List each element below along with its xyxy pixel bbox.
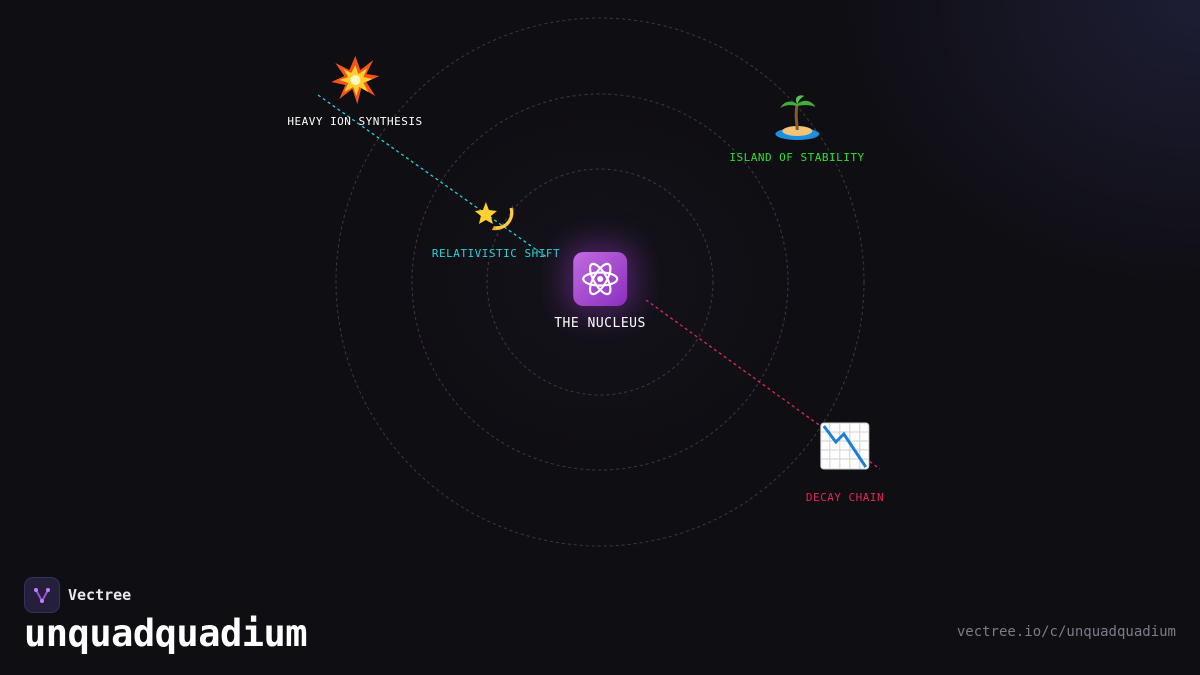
chart-decreasing-icon	[806, 422, 884, 473]
node-the-nucleus: THE NUCLEUS	[554, 252, 646, 331]
node-label: RELATIVISTIC SHIFT	[431, 247, 561, 260]
collision-icon	[287, 54, 422, 109]
footer-url: vectree.io/c/unquadquadium	[956, 624, 1176, 640]
dizzy-star-icon	[432, 190, 560, 241]
topic-title: unquadquadium	[24, 612, 308, 655]
orbit-outer	[335, 17, 865, 547]
orbit-inner	[486, 168, 714, 396]
island-icon	[729, 94, 864, 145]
node-decay-chain: DECAY CHAIN	[806, 422, 884, 504]
node-relativistic-shift: RELATIVISTIC SHIFT	[432, 190, 560, 260]
orbit-middle	[411, 93, 789, 471]
brand: Vectree	[24, 577, 131, 613]
connector-heavy-ion	[317, 94, 549, 259]
node-label: ISLAND OF STABILITY	[729, 151, 865, 164]
brand-name: Vectree	[68, 586, 132, 604]
node-heavy-ion-synthesis: HEAVY ION SYNTHESIS	[287, 54, 422, 128]
atom-icon	[573, 252, 627, 306]
node-island-of-stability: ISLAND OF STABILITY	[729, 94, 864, 164]
node-label: HEAVY ION SYNTHESIS	[287, 115, 423, 128]
vectree-logo-icon	[24, 577, 60, 613]
node-label: DECAY CHAIN	[805, 491, 885, 504]
center-label: THE NUCLEUS	[554, 316, 646, 331]
